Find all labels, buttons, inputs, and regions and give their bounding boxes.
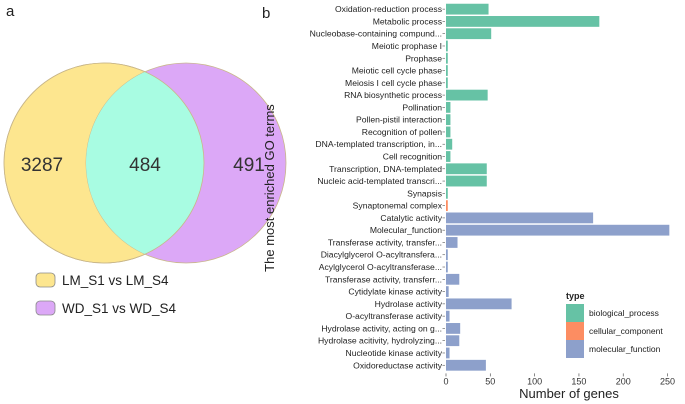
category-label-prophase: Prophase: [405, 53, 442, 63]
category-label-synaptonemal-complex: Synaptonemal complex: [353, 201, 443, 211]
category-label-cell-recognition: Cell recognition: [383, 152, 442, 162]
category-label-hydrolase-acitivity-hydrolyzing: Hydrolase acitivity, hydrolyzing...: [318, 336, 442, 346]
bar-transcription-dna-templated: [446, 163, 487, 175]
type-legend-swatch-cellular: [566, 322, 584, 340]
bar-nucleotide-kinase-activity: [446, 347, 450, 359]
category-label-transcription-dna-templated: Transcription, DNA-templated: [329, 164, 442, 174]
category-label-meiotic-prophase-i: Meiotic prophase I: [372, 41, 442, 51]
x-axis: 0 50 100 150 200 250: [443, 373, 675, 386]
venn-legend-swatch-2: [35, 300, 56, 316]
category-label-recognition-of-pollen: Recognition of pollen: [362, 127, 442, 137]
bar-prophase: [446, 52, 448, 64]
bar-acylglycerol-o-acyltransferase: [446, 261, 448, 273]
venn-legend-swatch-1: [35, 272, 56, 288]
bar-metabolic-process: [446, 16, 600, 27]
bar-synaptonemal-complex: [446, 200, 448, 212]
bar-hydrolase-activity: [446, 298, 512, 310]
panel-b-label: b: [262, 5, 270, 22]
bar-catalytic-activity: [446, 212, 594, 224]
type-legend-swatch-molecular: [566, 340, 584, 358]
category-label-nucleobase-containing-compund: Nucleobase-containing compund...: [310, 29, 442, 39]
bar-pollination: [446, 101, 451, 113]
category-label-synapsis: Synapsis: [407, 188, 442, 198]
bar-meiotic-prophase-i: [446, 40, 448, 52]
category-label-oxidation-reduction-process: Oxidation-reduction process: [335, 4, 442, 14]
bar-diacylglycerol-o-acyltransfera: [446, 249, 448, 261]
x-tick-label: 100: [527, 376, 542, 386]
bar-transferase-activity-transferr: [446, 273, 460, 285]
category-label-diacylglycerol-o-acyltransfera: Diacylglycerol O-acyltransfera...: [321, 250, 442, 260]
category-label-meiotic-cell-cycle-phase: Meiotic cell cycle phase: [352, 66, 442, 76]
bar-hydrolase-acitivity-hydrolyzing: [446, 335, 460, 347]
venn-legend-label-1: LM_S1 vs LM_S4: [62, 273, 169, 288]
venn-panel: a 3287 484 491 LM_S1 vs LM_S4 WD_S1 vs W…: [3, 3, 287, 316]
x-tick-label: 50: [485, 376, 495, 386]
category-label-hydrolase-activity: Hydrolase activity: [375, 299, 443, 309]
type-legend-title: type: [566, 291, 585, 301]
bar-meiosis-i-cell-cycle-phase: [446, 77, 448, 89]
bar-synapsis: [446, 187, 448, 199]
category-label-pollen-pistil-interaction: Pollen-pistil interaction: [356, 115, 442, 125]
category-label-oxidoreductase-activity: Oxidoreductase activity: [353, 360, 443, 370]
bar-cell-recognition: [446, 151, 451, 162]
bar-oxidoreductase-activity: [446, 359, 486, 371]
type-legend-label-biological: biological_process: [589, 308, 659, 318]
category-label-molecular-function: Molecular_function: [370, 225, 442, 235]
bar-transferase-activity-transfer: [446, 237, 458, 248]
bar-rna-biosynthetic-process: [446, 89, 488, 101]
type-legend: type biological_process cellular_compone…: [566, 291, 663, 358]
category-label-metabolic-process: Metabolic process: [373, 16, 442, 26]
bar-dna-templated-transcription-in: [446, 138, 453, 150]
venn-left-count: 3287: [21, 155, 63, 176]
y-axis-title: The most enriched GO terms: [262, 104, 277, 272]
venn-overlap-region: [86, 63, 204, 263]
x-axis-title: Number of genes: [519, 386, 619, 401]
venn-right-count: 491: [233, 155, 265, 176]
category-label-meiosis-i-cell-cycle-phase: Meiosis I cell cycle phase: [345, 78, 442, 88]
type-legend-swatch-biological: [566, 304, 584, 322]
category-label-transferase-activity-transfer: Transferase activity, transfer...: [328, 237, 442, 247]
venn-overlap-count: 484: [129, 155, 161, 176]
bar-o-acyltransferase-activity: [446, 310, 450, 322]
bar-chart-panel: b The most enriched GO terms Oxidation-r…: [262, 3, 675, 401]
bar-meiotic-cell-cycle-phase: [446, 65, 448, 76]
bar-cytidylate-kinase-activity: [446, 286, 449, 297]
category-label-catalytic-activity: Catalytic activity: [380, 213, 442, 223]
category-label-nucleic-acid-templated-transcri: Nucleic acid-templated transcri...: [317, 176, 442, 186]
x-tick-label: 150: [571, 376, 586, 386]
category-label-pollination: Pollination: [402, 102, 442, 112]
category-label-dna-templated-transcription-in: DNA-templated transcription, in...: [315, 139, 442, 149]
category-label-nucleotide-kinase-activity: Nucleotide kinase activity: [346, 348, 443, 358]
x-tick-label: 0: [443, 376, 448, 386]
bar-hydrolase-activity-acting-on-g: [446, 323, 461, 334]
type-legend-label-cellular: cellular_component: [589, 326, 663, 336]
category-label-cytidylate-kinase-activity: Cytidylate kinase activity: [348, 287, 442, 297]
venn-legend-label-2: WD_S1 vs WD_S4: [62, 301, 177, 316]
bar-nucleobase-containing-compund: [446, 28, 492, 40]
bar-nucleic-acid-templated-transcri: [446, 175, 487, 187]
category-label-hydrolase-activity-acting-on-g: Hydrolase activity, acting on g...: [321, 323, 442, 333]
x-tick-label: 250: [660, 376, 675, 386]
x-tick-label: 200: [616, 376, 631, 386]
category-label-transferase-activity-transferr: Transferase activity, transferr...: [325, 274, 442, 284]
bar-molecular-function: [446, 224, 670, 236]
category-label-acylglycerol-o-acyltransferase: Acylglycerol O-acyltransferase...: [319, 262, 442, 272]
bars-layer: [446, 3, 670, 371]
type-legend-label-molecular: molecular_function: [589, 344, 661, 354]
category-label-rna-biosynthetic-process: RNA biosynthetic process: [344, 90, 442, 100]
category-label-o-acyltransferase-activity: O-acyltransferase activity: [346, 311, 443, 321]
bar-recognition-of-pollen: [446, 126, 451, 138]
bar-oxidation-reduction-process: [446, 3, 489, 15]
panel-a-label: a: [6, 3, 15, 20]
venn-left-outline: [3, 62, 205, 264]
bar-pollen-pistil-interaction: [446, 114, 451, 126]
